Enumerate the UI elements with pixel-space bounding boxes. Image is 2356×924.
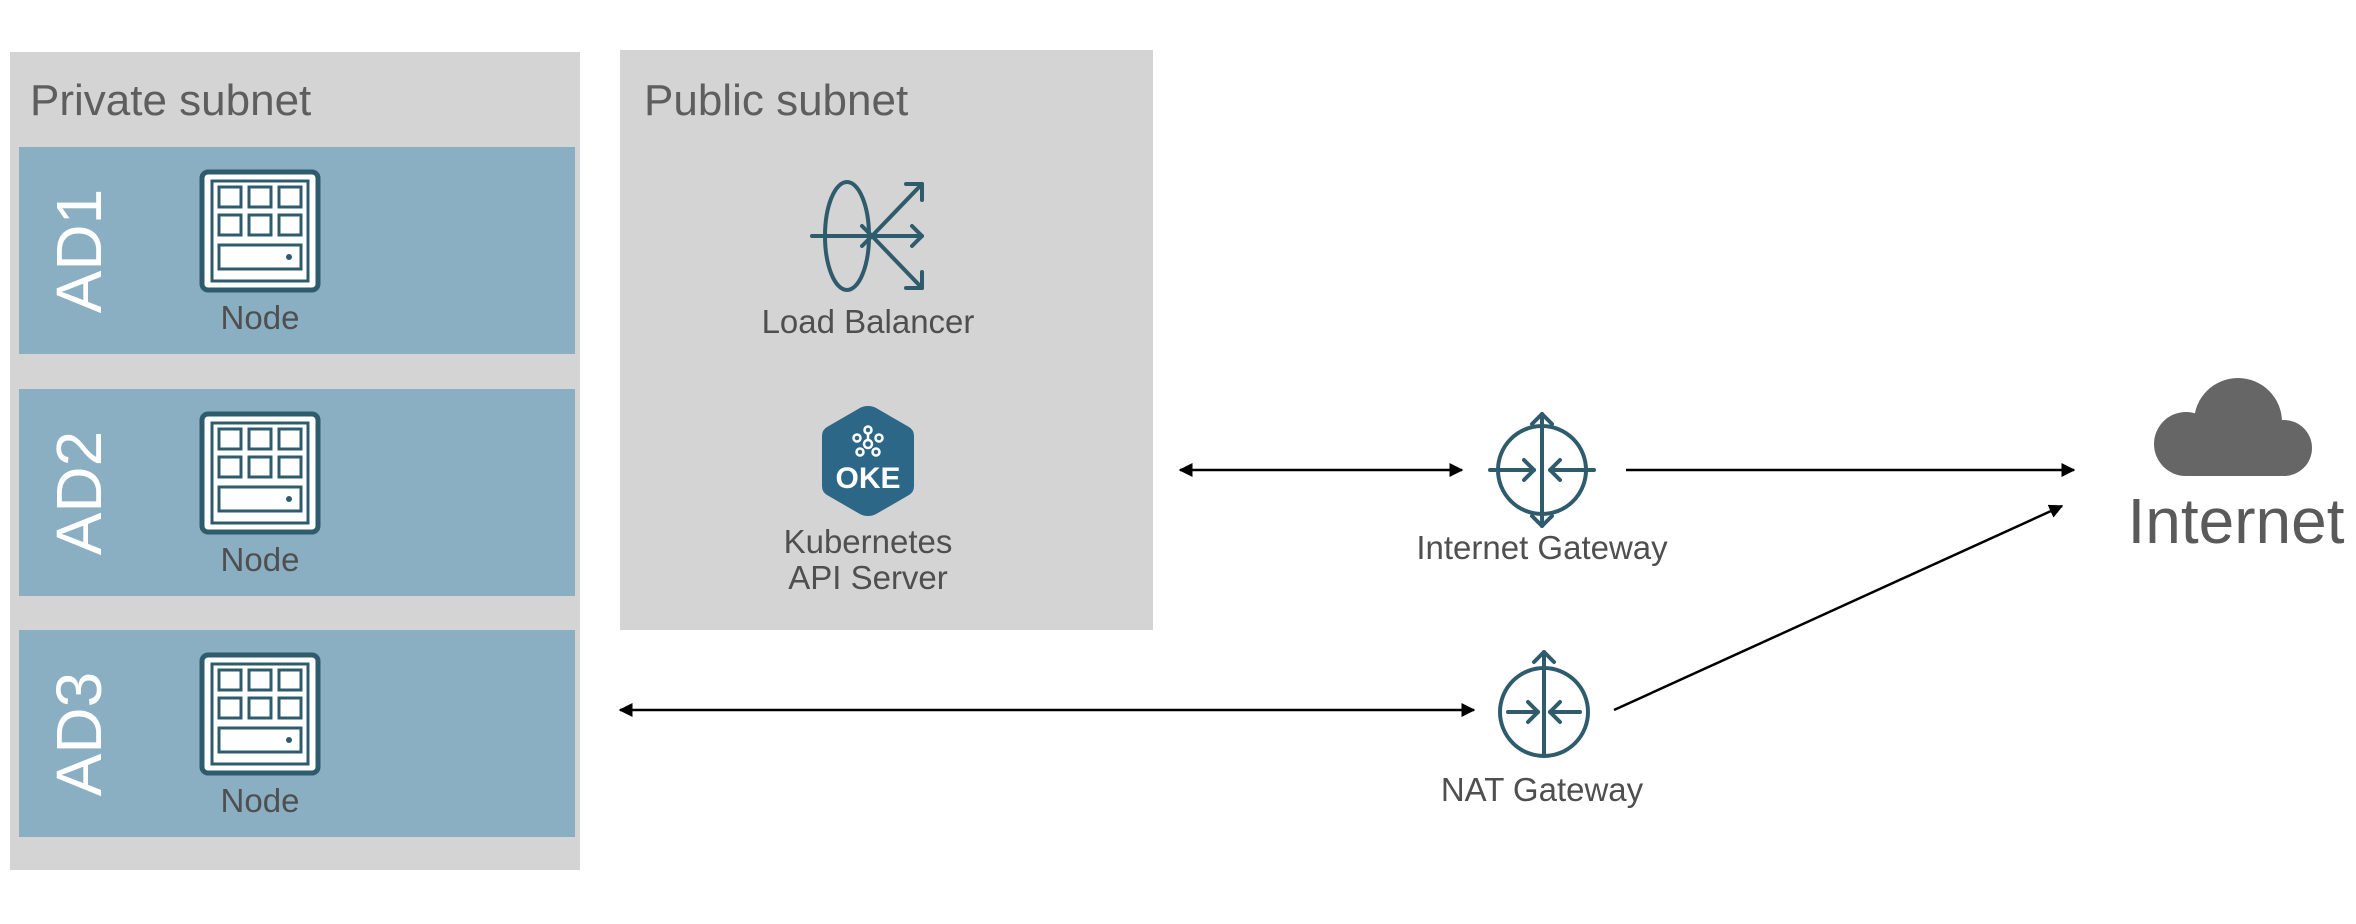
ad-band-3: AD3 Node xyxy=(19,630,575,837)
ad-band-2: AD2 Node xyxy=(19,389,575,596)
cloud-icon xyxy=(2154,378,2312,476)
oke-hexagon-icon: OKE xyxy=(822,406,914,516)
compute-node-icon xyxy=(199,652,321,776)
api-server-label: Kubernetes API Server xyxy=(728,524,1008,596)
public-subnet-title: Public subnet xyxy=(644,76,909,125)
api-server-label-line2: API Server xyxy=(788,559,948,596)
node-label: Node xyxy=(220,299,300,336)
internet-label: Internet xyxy=(2127,485,2345,557)
load-balancer-label: Load Balancer xyxy=(761,303,975,340)
compute-node-icon xyxy=(199,411,321,535)
internet-gateway-label: Internet Gateway xyxy=(1416,529,1668,566)
link-nat-gateway-to-internet xyxy=(1613,504,2064,712)
compute-node-icon xyxy=(199,169,321,293)
api-server-label-line1: Kubernetes xyxy=(783,523,953,560)
oke-badge-text: OKE xyxy=(835,462,900,495)
private-subnet-title: Private subnet xyxy=(30,76,312,125)
load-balancer-icon xyxy=(810,180,924,292)
node-label: Node xyxy=(220,541,300,578)
internet-gateway-icon xyxy=(1488,412,1596,528)
nat-gateway-label: NAT Gateway xyxy=(1440,771,1644,808)
public-subnet: Public subnet xyxy=(620,50,1153,630)
node-label: Node xyxy=(220,782,300,819)
ad-band-1: AD1 Node xyxy=(19,147,575,354)
nat-gateway-icon xyxy=(1498,650,1590,758)
